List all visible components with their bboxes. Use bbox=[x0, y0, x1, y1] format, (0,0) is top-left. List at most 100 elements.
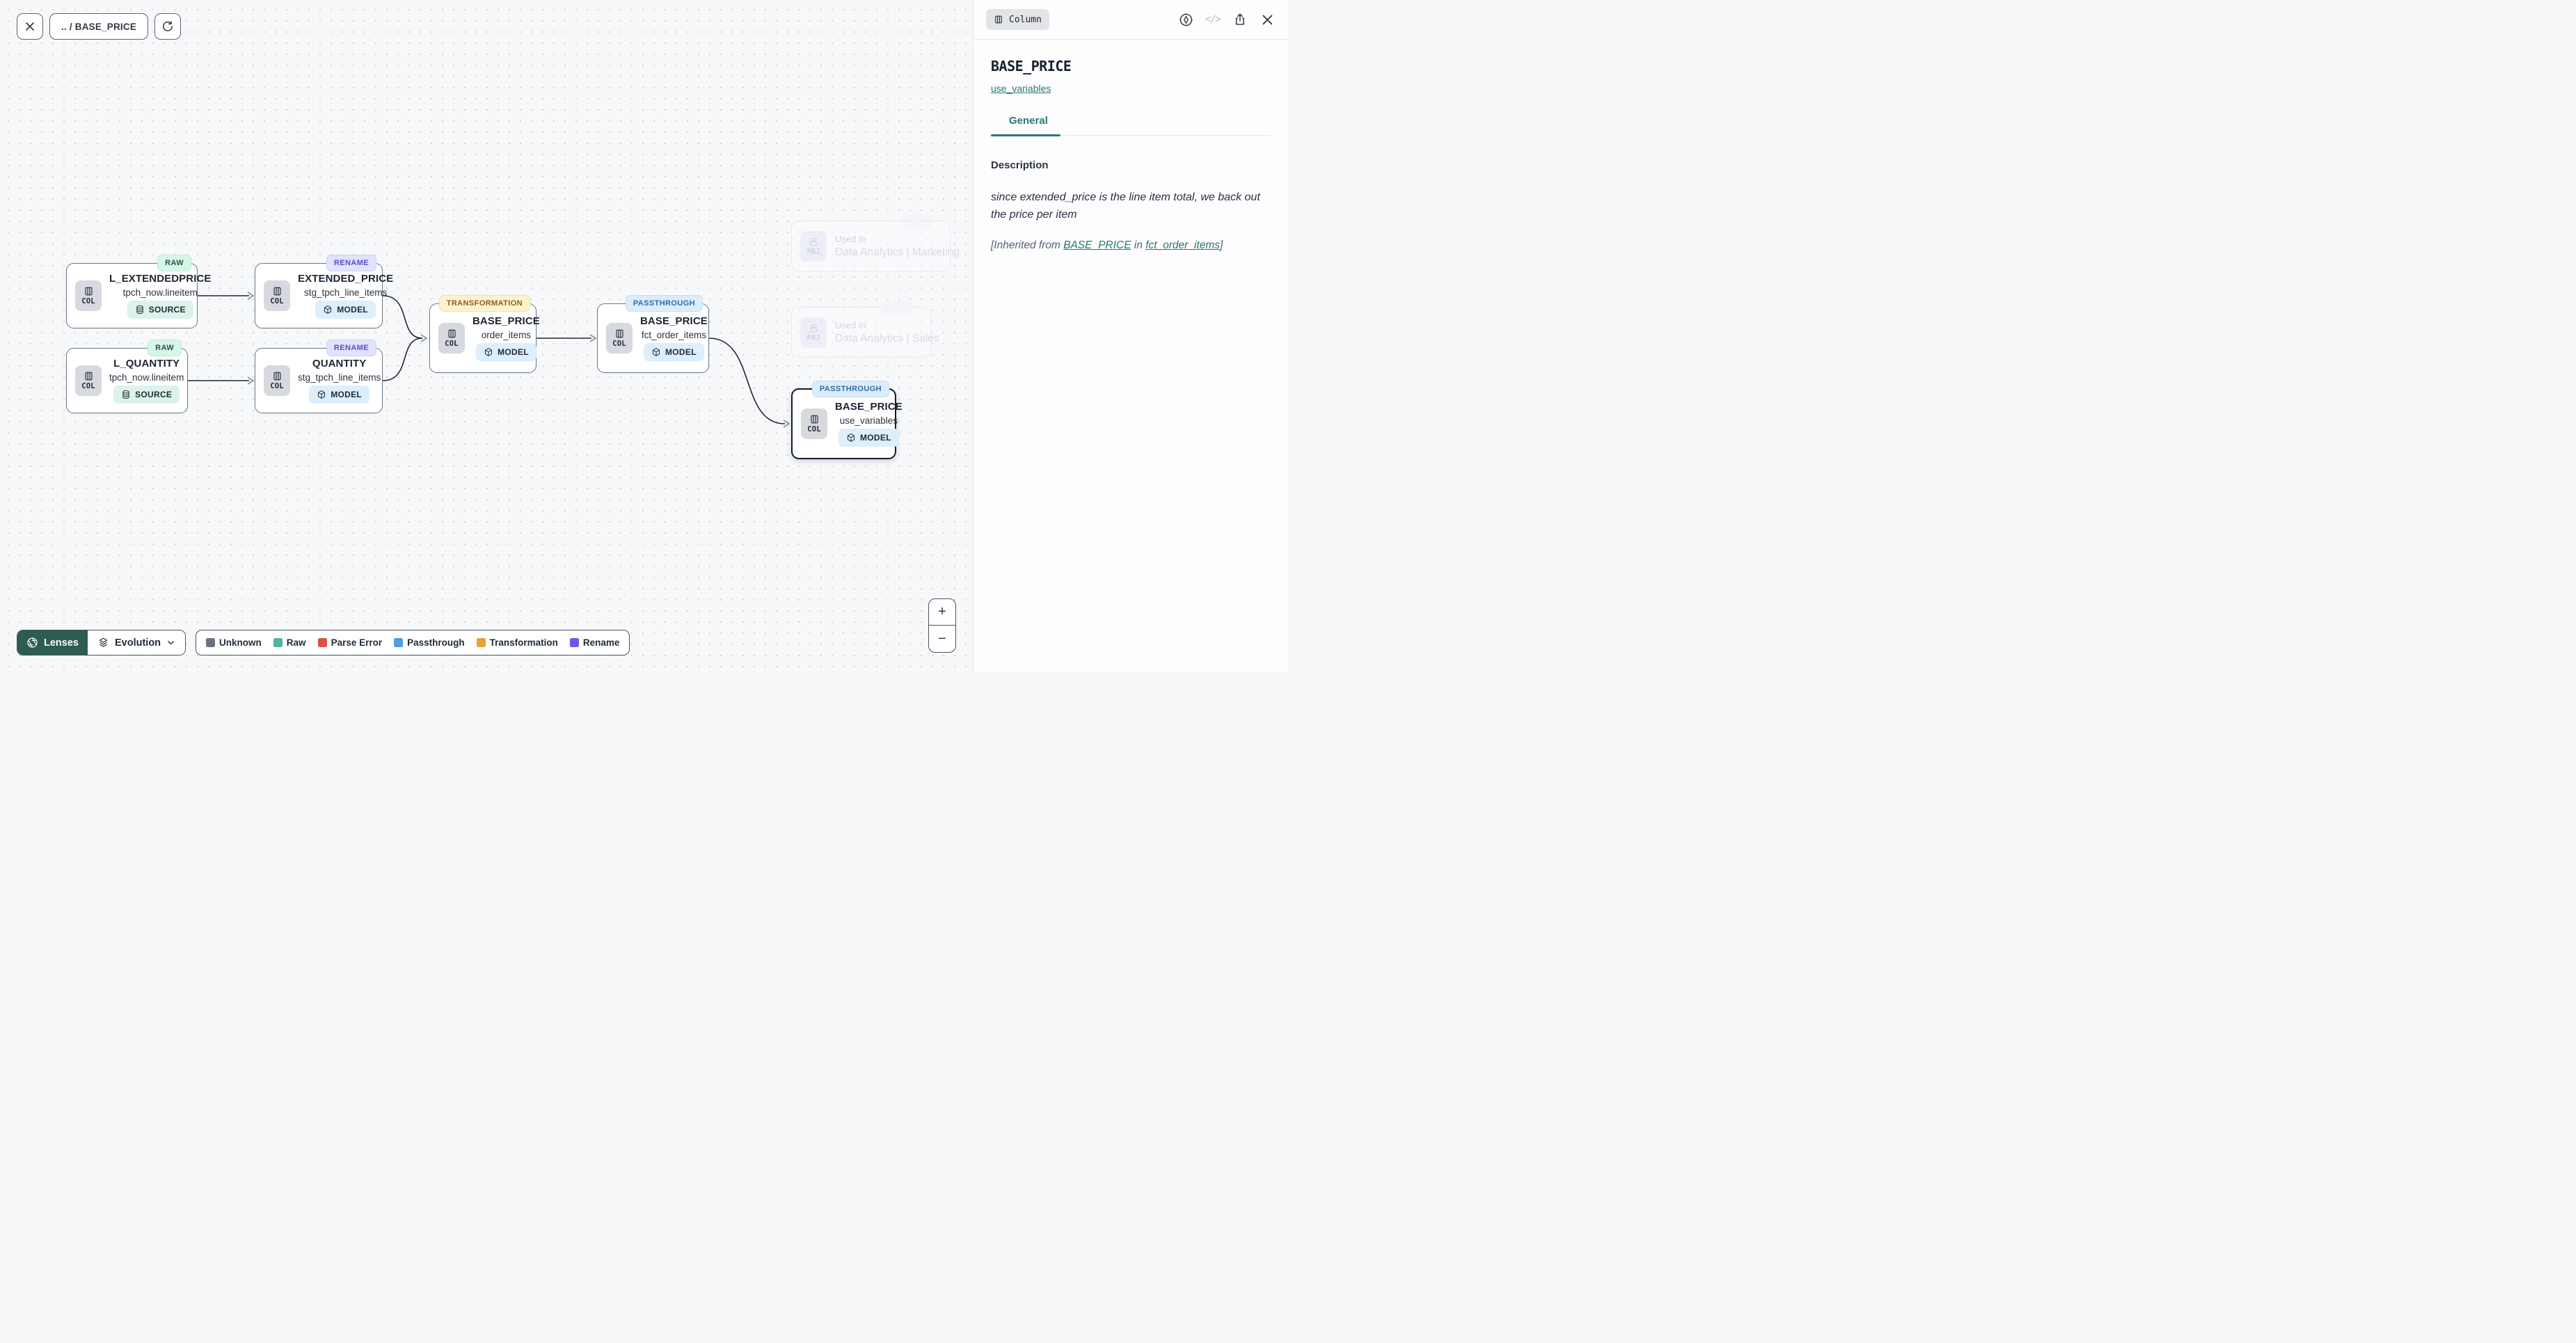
model-pill: MODEL bbox=[838, 429, 899, 447]
project-stack-icon bbox=[809, 237, 818, 246]
chevron-down-icon bbox=[168, 641, 174, 645]
columns-icon bbox=[810, 415, 818, 424]
node-extended-price[interactable]: RENAME COL EXTENDED_PRICE stg_tpch_line_… bbox=[255, 255, 393, 328]
close-icon bbox=[26, 22, 34, 31]
pill-label: MODEL bbox=[860, 433, 891, 443]
columns-icon bbox=[273, 287, 281, 296]
legend-item-raw: Raw bbox=[273, 637, 306, 648]
lens-selector: Lenses Evolution bbox=[17, 630, 186, 655]
badge-raw: RAW bbox=[148, 340, 182, 356]
legend-swatch bbox=[476, 638, 486, 647]
columns-icon bbox=[84, 287, 93, 296]
ghost-project-name: Data Analytics | Sales bbox=[835, 332, 939, 344]
lens-legend: Unknown Raw Parse Error Passthrough Tran… bbox=[196, 630, 630, 655]
node-subtitle: tpch_now.lineitem bbox=[109, 372, 184, 383]
badge-passthrough: PASSTHROUGH bbox=[811, 381, 889, 397]
column-type-box: COL bbox=[75, 365, 102, 396]
tab-general[interactable]: General bbox=[991, 115, 1060, 136]
refresh-icon bbox=[163, 21, 173, 31]
database-icon bbox=[136, 305, 143, 315]
column-type-box: COL bbox=[264, 280, 290, 311]
zoom-in-button[interactable]: + bbox=[929, 599, 955, 626]
project-type-box: PRJ bbox=[800, 230, 827, 262]
project-type-label: PRJ bbox=[806, 247, 820, 256]
ghost-used-in-sales[interactable]: PRJ Used In Data Analytics | Sales bbox=[791, 301, 939, 358]
project-stack-icon bbox=[809, 324, 818, 332]
columns-icon bbox=[273, 372, 281, 381]
column-type-label: COL bbox=[807, 425, 821, 434]
layers-icon bbox=[99, 637, 108, 647]
canvas-bottom-bar: Lenses Evolution Unknown Raw Parse Error… bbox=[17, 630, 630, 655]
cube-icon bbox=[324, 305, 332, 314]
entity-type-label: Column bbox=[1009, 14, 1042, 25]
ghost-badge bbox=[882, 301, 912, 315]
close-panel-button[interactable] bbox=[1259, 11, 1275, 28]
pill-label: MODEL bbox=[331, 390, 363, 399]
legend-swatch bbox=[206, 638, 216, 647]
zoom-controls: + − bbox=[928, 598, 956, 653]
node-base-price-use-variables[interactable]: PASSTHROUGH COL BASE_PRICE use_variables… bbox=[791, 381, 903, 459]
description-text: since extended_price is the line item to… bbox=[991, 191, 1260, 221]
zoom-out-button[interactable]: − bbox=[938, 630, 946, 646]
model-pill: MODEL bbox=[644, 343, 704, 361]
entity-type-chip: Column bbox=[986, 9, 1049, 30]
node-l-extendedprice[interactable]: RAW COL L_EXTENDEDPRICE tpch_now.lineite… bbox=[66, 255, 211, 328]
node-title: EXTENDED_PRICE bbox=[298, 273, 394, 285]
cube-icon bbox=[485, 348, 492, 356]
node-title: QUANTITY bbox=[312, 358, 367, 369]
legend-swatch bbox=[273, 638, 283, 647]
column-type-box: COL bbox=[801, 408, 827, 439]
model-pill: MODEL bbox=[309, 386, 370, 404]
inherited-column-link[interactable]: BASE_PRICE bbox=[1063, 239, 1131, 251]
columns-icon bbox=[447, 329, 456, 338]
pill-label: MODEL bbox=[337, 305, 369, 315]
lineage-canvas[interactable]: .. / BASE_PRICE RAW COL L_EXTENDEDPRICE … bbox=[0, 0, 973, 672]
evolution-dropdown[interactable]: Evolution bbox=[87, 630, 186, 655]
view-code-button[interactable]: </> bbox=[1204, 14, 1221, 25]
details-panel-header: Column </> bbox=[973, 0, 1288, 40]
lenses-button[interactable]: Lenses bbox=[17, 630, 88, 655]
node-l-quantity[interactable]: RAW COL L_QUANTITY tpch_now.lineitem SOU… bbox=[66, 340, 188, 413]
node-subtitle: stg_tpch_line_items bbox=[303, 287, 388, 298]
ghost-badge bbox=[901, 214, 932, 228]
active-tab-indicator bbox=[991, 134, 1060, 136]
node-base-price-fct-order-items[interactable]: PASSTHROUGH COL BASE_PRICE fct_order_ite… bbox=[597, 295, 709, 373]
model-pill: MODEL bbox=[315, 301, 376, 319]
node-title: L_QUANTITY bbox=[113, 358, 180, 369]
columns-icon bbox=[84, 372, 93, 381]
legend-item-rename: Rename bbox=[569, 637, 619, 648]
node-title: BASE_PRICE bbox=[640, 315, 708, 327]
close-lineage-button[interactable] bbox=[17, 13, 43, 40]
node-subtitle: stg_tpch_line_items bbox=[298, 372, 381, 383]
node-subtitle: fct_order_items bbox=[641, 330, 706, 340]
share-button[interactable] bbox=[1232, 11, 1248, 28]
column-title: BASE_PRICE bbox=[991, 58, 1072, 74]
column-type-label: COL bbox=[270, 297, 284, 305]
ghost-project-name: Data Analytics | Marketing bbox=[835, 246, 960, 258]
model-link[interactable]: use_variables bbox=[991, 83, 1051, 94]
legend-item-parse-error: Parse Error bbox=[317, 637, 382, 648]
explore-button[interactable] bbox=[1177, 11, 1194, 28]
column-type-box: COL bbox=[438, 323, 465, 353]
ghost-used-in-marketing[interactable]: PRJ Used In Data Analytics | Marketing bbox=[791, 214, 960, 271]
source-pill: SOURCE bbox=[127, 301, 193, 319]
inherited-model-link[interactable]: fct_order_items bbox=[1145, 239, 1221, 251]
canvas-toolbar: .. / BASE_PRICE bbox=[17, 13, 182, 40]
inherited-note: [Inherited from BASE_PRICE in fct_order_… bbox=[991, 239, 1223, 251]
legend-swatch bbox=[317, 638, 327, 647]
node-base-price-order-items[interactable]: TRANSFORMATION COL BASE_PRICE order_item… bbox=[429, 295, 540, 373]
breadcrumb[interactable]: .. / BASE_PRICE bbox=[49, 13, 149, 40]
column-type-box: COL bbox=[75, 280, 102, 311]
refresh-button[interactable] bbox=[154, 13, 182, 40]
evolution-label: Evolution bbox=[114, 637, 161, 649]
project-type-label: PRJ bbox=[806, 333, 820, 342]
badge-passthrough: PASSTHROUGH bbox=[625, 295, 703, 312]
column-type-box: COL bbox=[606, 323, 633, 353]
column-type-label: COL bbox=[81, 297, 95, 305]
badge-rename: RENAME bbox=[326, 340, 376, 356]
node-quantity[interactable]: RENAME COL QUANTITY stg_tpch_line_items … bbox=[255, 340, 383, 413]
database-icon bbox=[122, 390, 129, 399]
node-title: BASE_PRICE bbox=[472, 315, 540, 327]
details-panel-body: BASE_PRICE use_variables General Descrip… bbox=[973, 40, 1288, 252]
node-subtitle: tpch_now.lineitem bbox=[122, 287, 198, 298]
